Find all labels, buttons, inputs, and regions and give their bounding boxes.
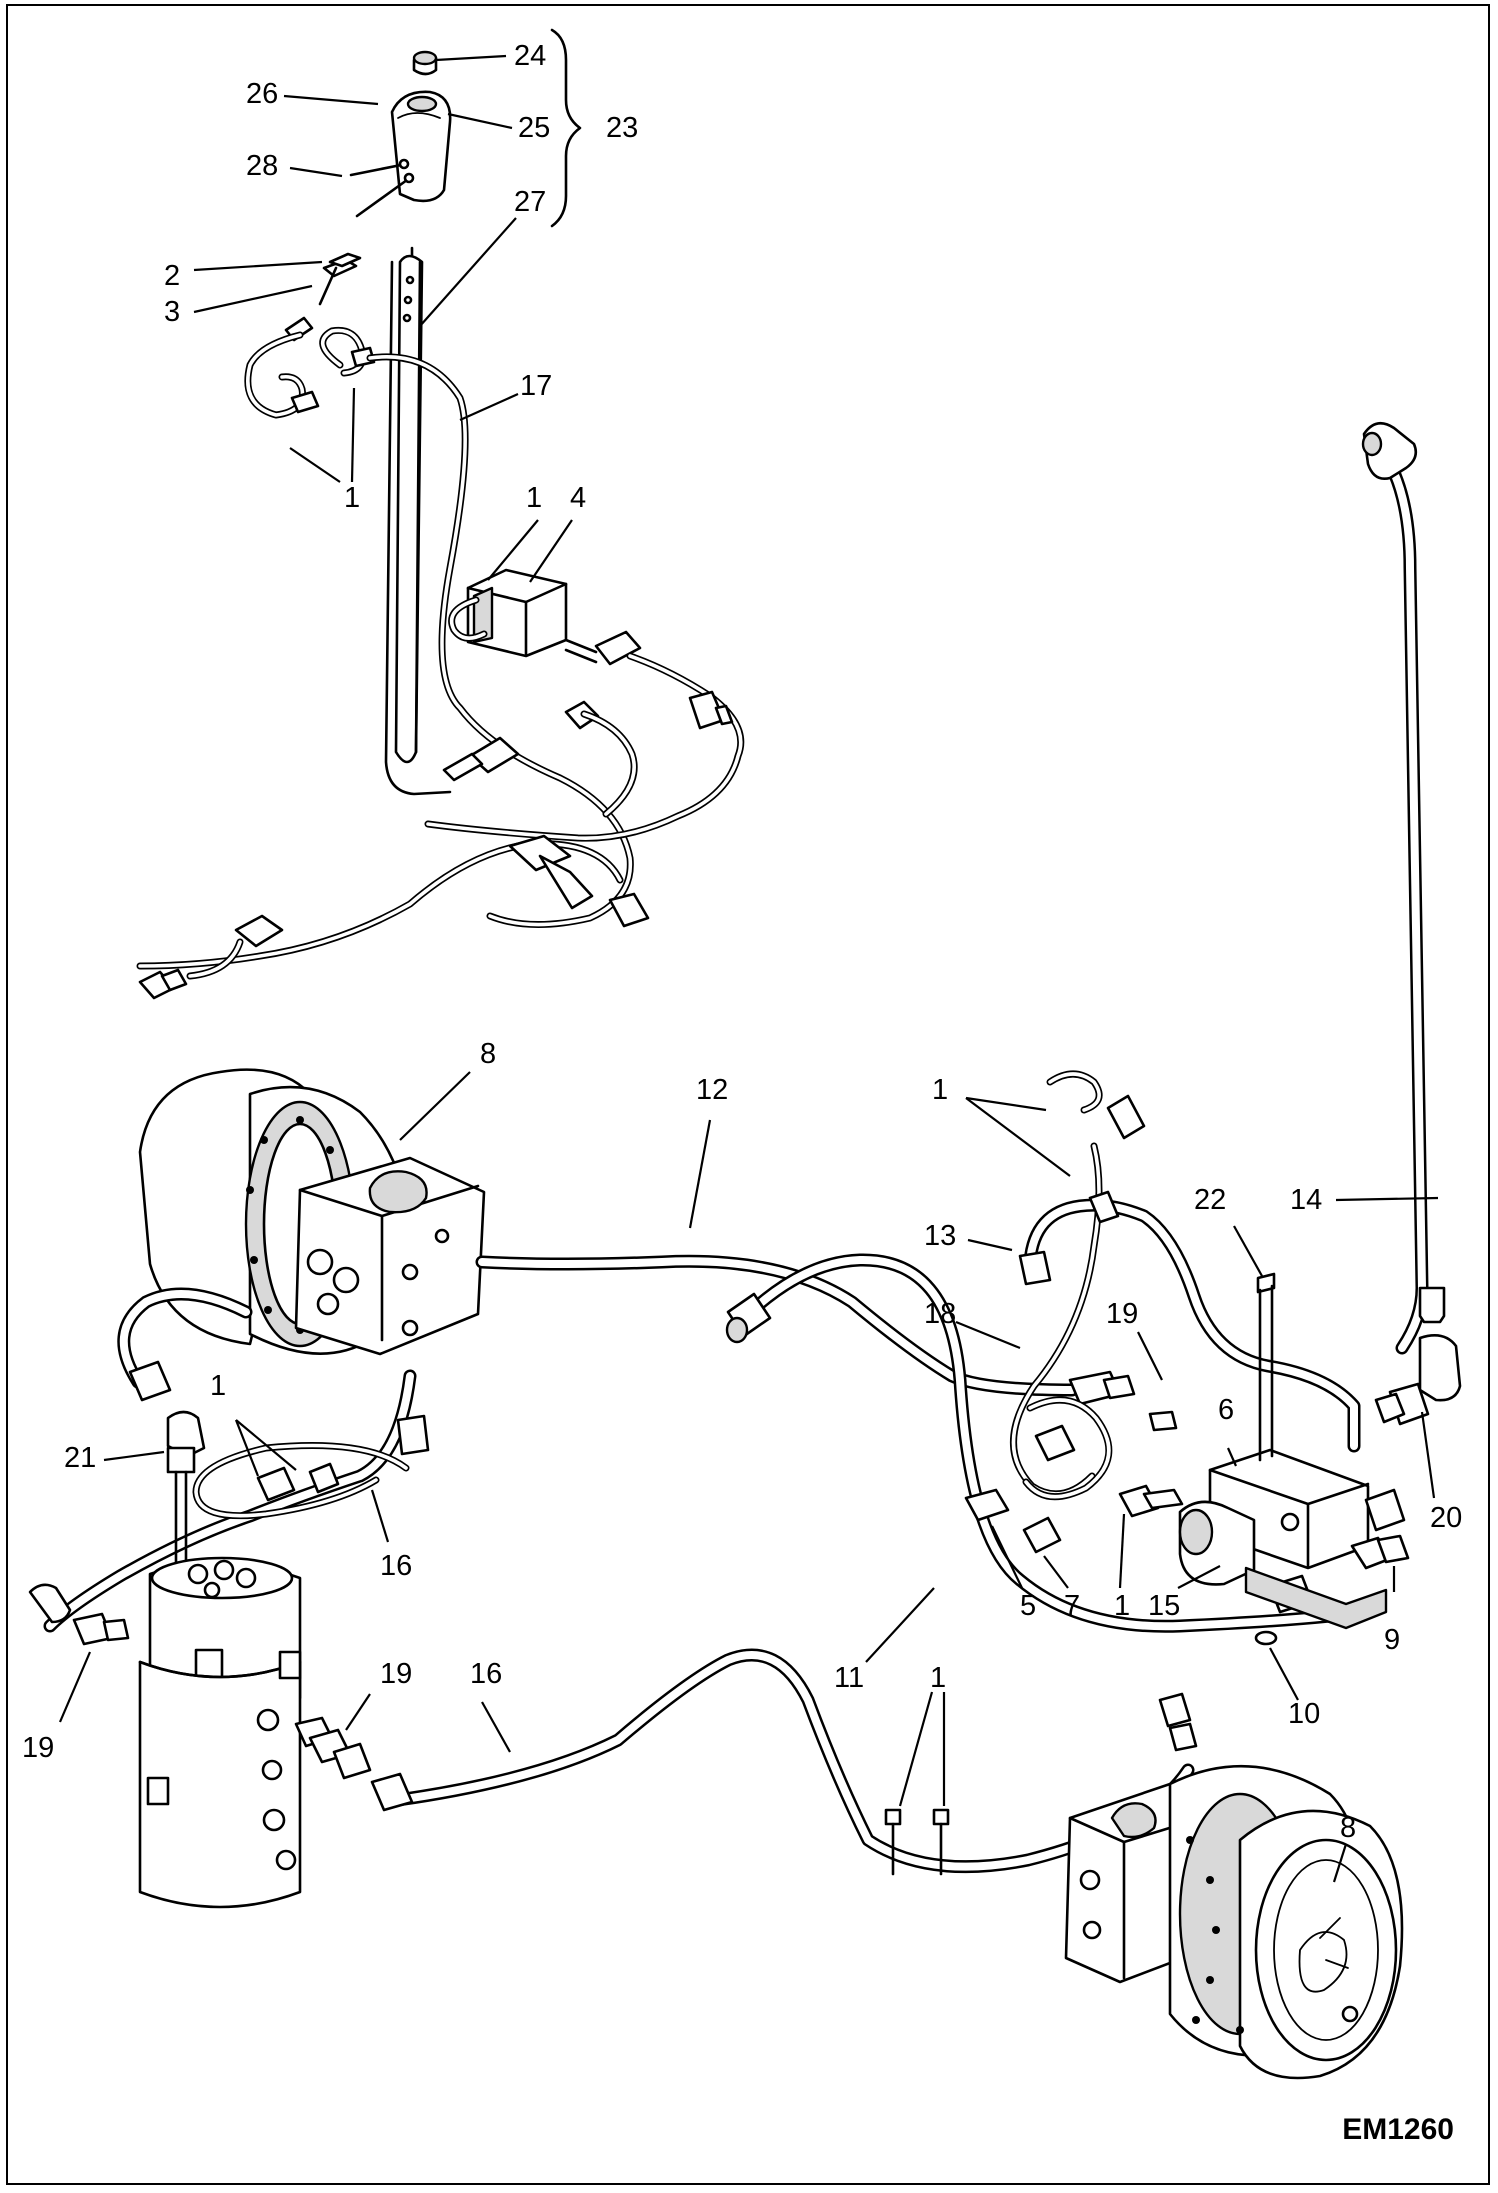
callout-11: 11: [834, 1662, 865, 1694]
callout-15: 15: [1148, 1590, 1181, 1622]
callout-8-a: 8: [480, 1038, 497, 1070]
callout-1-d: 1: [210, 1370, 227, 1402]
callout-20: 20: [1430, 1502, 1463, 1534]
callout-5: 5: [1020, 1590, 1037, 1622]
callout-23: 23: [606, 112, 639, 144]
callout-1-e: 1: [1114, 1590, 1131, 1622]
left-hoses: [28, 1287, 430, 1646]
callout-25: 25: [518, 112, 551, 144]
callout-22: 22: [1194, 1184, 1227, 1216]
handle-assembly: [349, 28, 582, 228]
callout-6: 6: [1218, 1394, 1235, 1426]
callout-27: 27: [514, 186, 547, 218]
callout-10: 10: [1288, 1698, 1321, 1730]
callout-14: 14: [1290, 1184, 1323, 1216]
drawing-number: EM1260: [1342, 2113, 1454, 2146]
callout-24: 24: [514, 40, 547, 72]
valve-6: [1118, 1272, 1410, 1646]
callout-7: 7: [1064, 1590, 1081, 1622]
callout-17: 17: [520, 370, 553, 402]
upper-harness: [136, 252, 745, 1000]
callout-2: 2: [164, 260, 181, 292]
callout-1-f: 1: [930, 1662, 947, 1694]
callout-1-a: 1: [344, 482, 361, 514]
callout-13: 13: [924, 1220, 957, 1252]
callout-16-b: 16: [470, 1658, 503, 1690]
leader-lines: [58, 54, 1439, 1883]
callout-9: 9: [1384, 1624, 1401, 1656]
callout-19-c: 19: [22, 1732, 55, 1764]
callout-19-b: 19: [380, 1658, 413, 1690]
callout-18: 18: [924, 1298, 957, 1330]
motor-right: [1064, 1764, 1404, 2080]
callout-21: 21: [64, 1442, 97, 1474]
motor-left: [138, 1068, 486, 1356]
callout-28: 28: [246, 150, 279, 182]
callout-16-a: 16: [380, 1550, 413, 1582]
hose-12: [475, 1254, 1178, 1432]
drawing-frame: [6, 4, 1490, 2185]
hose-13: [964, 1070, 1361, 1554]
callout-4: 4: [570, 482, 587, 514]
swivel-joint: [138, 1556, 334, 1909]
hose-16-lower: [308, 1648, 1198, 1876]
callout-1-c: 1: [932, 1074, 949, 1106]
callout-26: 26: [246, 78, 279, 110]
callout-12: 12: [696, 1074, 729, 1106]
hose-14: [1361, 421, 1462, 1426]
callout-1-b: 1: [526, 482, 543, 514]
lever-tube: [384, 246, 452, 796]
callout-19-a: 19: [1106, 1298, 1139, 1330]
callout-8-b: 8: [1340, 1812, 1357, 1844]
callout-3: 3: [164, 296, 181, 328]
